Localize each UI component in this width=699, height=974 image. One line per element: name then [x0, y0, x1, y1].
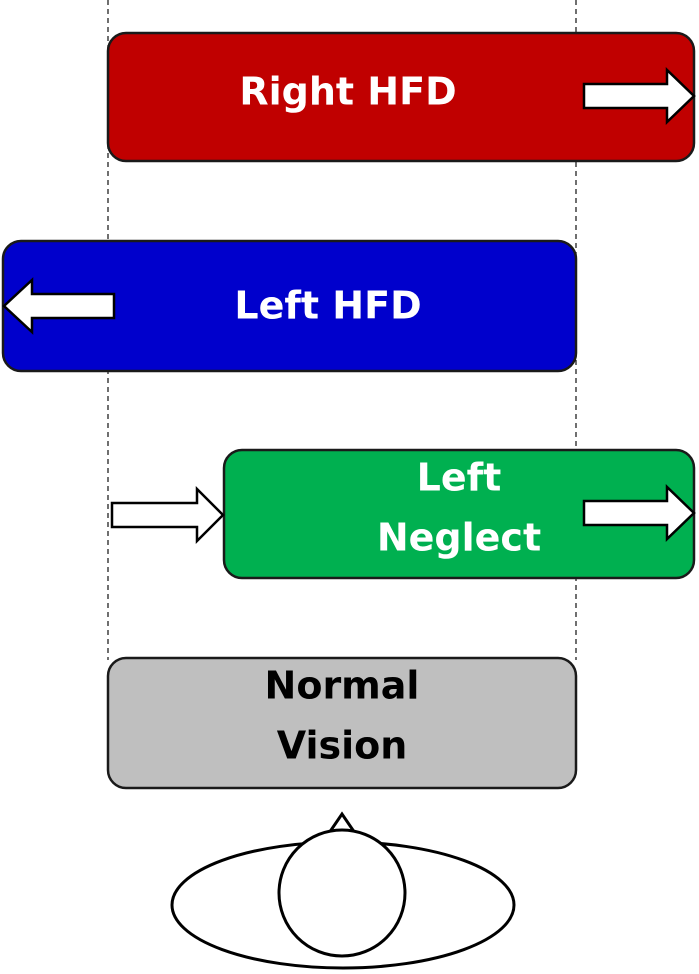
- head-circle: [277, 828, 407, 958]
- left-neglect-label-line2: Neglect: [377, 516, 541, 560]
- left-arrow-icon: [2, 277, 116, 335]
- right-arrow-icon: [110, 485, 225, 545]
- right-arrow-icon: [582, 484, 696, 542]
- left-hfd-label: Left HFD: [234, 284, 421, 328]
- left-hfd-group: Left HFD: [1, 239, 578, 373]
- normal-vision-label-line2: Vision: [277, 724, 408, 768]
- normal-vision-label-line1: Normal: [265, 664, 420, 708]
- normal-vision-group: Normal Vision: [106, 656, 578, 790]
- right-hfd-group: Right HFD: [106, 31, 696, 163]
- left-neglect-group: Left Neglect: [110, 448, 696, 580]
- right-hfd-label: Right HFD: [239, 70, 456, 114]
- right-arrow-icon: [582, 67, 696, 125]
- normal-vision-box: [106, 656, 578, 790]
- left-neglect-label-line1: Left: [417, 456, 502, 500]
- head-top-view-icon: [170, 811, 516, 970]
